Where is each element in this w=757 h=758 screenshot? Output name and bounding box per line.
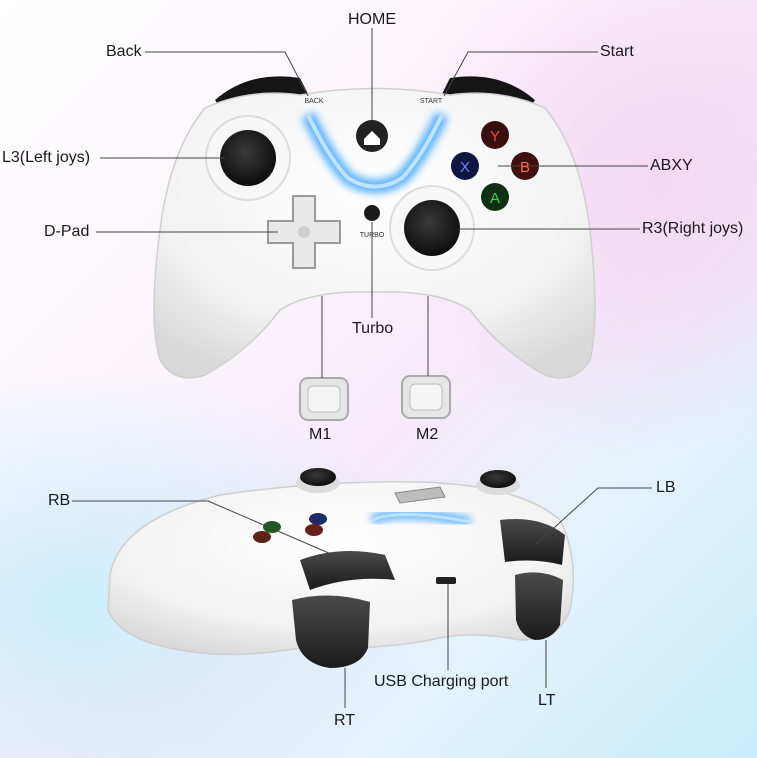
button-x-letter: X <box>460 159 470 176</box>
label-lb: LB <box>656 479 676 496</box>
rear-controller <box>107 468 575 668</box>
label-l3: L3(Left joys) <box>2 149 91 166</box>
label-rt: RT <box>334 712 356 729</box>
rb-bumper <box>300 551 395 590</box>
right-stick <box>404 200 460 256</box>
button-a-letter: A <box>490 190 500 207</box>
button-x <box>451 152 479 180</box>
rear-button-b <box>253 531 271 543</box>
leader-lines <box>72 28 652 708</box>
label-rb: RB <box>48 492 71 509</box>
label-m1: M1 <box>309 426 332 443</box>
rear-dpad <box>394 486 446 504</box>
rear-right-stick <box>480 470 516 488</box>
rt-trigger <box>292 595 370 668</box>
label-m2: M2 <box>416 426 439 443</box>
led-strip <box>306 114 444 189</box>
label-start: Start <box>600 43 634 60</box>
left-stick <box>220 130 276 186</box>
turbo-marking: TURBO <box>360 232 385 239</box>
label-abxy: ABXY <box>650 157 693 174</box>
lt-trigger <box>515 572 563 640</box>
start-marking: START <box>420 98 443 105</box>
rear-left-stick <box>300 468 336 486</box>
turbo-button <box>364 205 380 221</box>
front-controller <box>153 76 596 421</box>
rear-button-y <box>305 524 323 536</box>
label-turbo: Turbo <box>352 320 394 337</box>
back-marking: BACK <box>304 98 323 105</box>
rear-button-x <box>309 513 327 525</box>
home-icon <box>364 131 380 145</box>
label-usb: USB Charging port <box>374 673 509 690</box>
button-a <box>481 183 509 211</box>
label-back: Back <box>106 43 142 60</box>
label-dpad: D-Pad <box>44 223 90 240</box>
button-b-letter: B <box>520 159 530 176</box>
label-home: HOME <box>348 11 396 28</box>
dpad <box>267 195 341 269</box>
label-lt: LT <box>538 692 556 709</box>
label-r3: R3(Right joys) <box>642 220 744 237</box>
lb-bumper <box>500 519 565 565</box>
usb-port <box>436 577 456 584</box>
rear-led-strip <box>371 512 471 524</box>
button-y <box>481 121 509 149</box>
button-y-letter: Y <box>490 128 500 145</box>
